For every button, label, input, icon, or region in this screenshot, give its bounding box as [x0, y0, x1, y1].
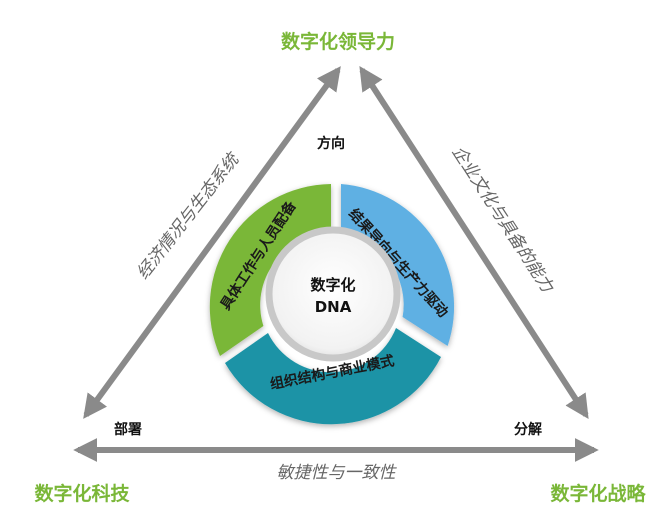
- left-edge-arrow: [83, 66, 341, 419]
- center-hub: [265, 226, 401, 362]
- edge-label-right: 企业文化与具备的能力: [448, 143, 558, 298]
- edge-label-bottom: 敏捷性与一致性: [277, 463, 398, 483]
- segment-blue: [341, 184, 455, 346]
- center-label-line1: 数字化: [310, 276, 355, 294]
- center-label-line2: DNA: [315, 298, 352, 316]
- corner-label-top: 数字化领导力: [281, 30, 395, 53]
- segment-green: [209, 184, 331, 356]
- inner-label-direction: 方向: [317, 135, 345, 152]
- right-edge-arrow: [359, 65, 589, 420]
- inner-label-decomposition: 分解: [514, 421, 542, 438]
- corner-label-bottom-left: 数字化科技: [34, 482, 130, 505]
- corner-label-bottom-right: 数字化战略: [550, 482, 646, 505]
- segment-teal: [225, 328, 441, 425]
- inner-label-deployment: 部署: [114, 421, 142, 438]
